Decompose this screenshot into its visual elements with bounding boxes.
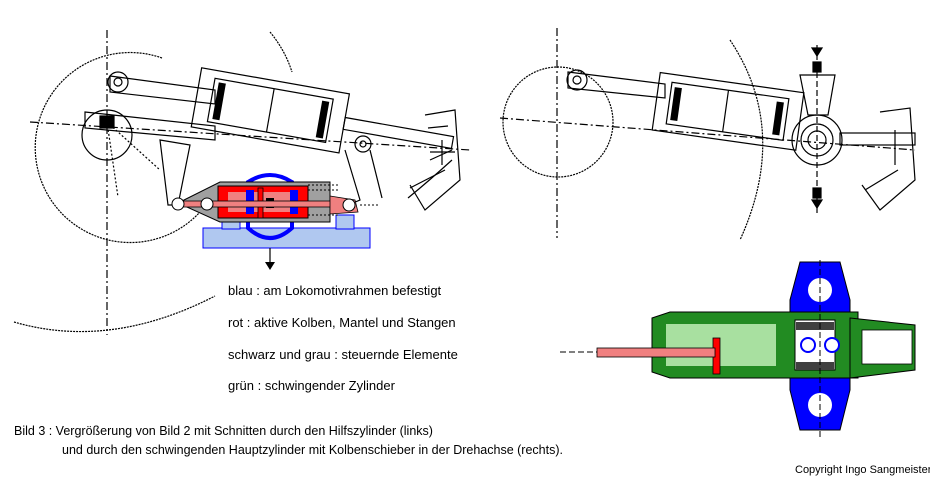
left-wheel-arc bbox=[34, 51, 201, 244]
legend-red: rot : aktive Kolben, Mantel und Stangen bbox=[228, 315, 456, 330]
legend-blue: blau : am Lokomotivrahmen befestigt bbox=[228, 283, 442, 298]
oscillating-cylinder-section bbox=[560, 260, 916, 440]
right-horizontal-axis bbox=[499, 117, 916, 151]
right-mechanism bbox=[499, 28, 916, 241]
left-mechanism bbox=[13, 30, 471, 335]
aux-frame-base bbox=[202, 227, 371, 249]
caption-line-1: Bild 3 : Vergrößerung von Bild 2 mit Sch… bbox=[14, 424, 433, 438]
aux-blue-clamp bbox=[246, 205, 294, 240]
left-bottom-arc bbox=[13, 295, 216, 333]
left-crank-block bbox=[99, 115, 115, 129]
left-right-arc bbox=[407, 159, 453, 199]
right-wheel bbox=[502, 66, 614, 178]
left-segment bbox=[409, 109, 461, 211]
left-horizontal-axis bbox=[29, 121, 471, 151]
left-top-arc bbox=[269, 31, 293, 73]
legend-black-grey: schwarz und grau : steuernde Elemente bbox=[228, 347, 458, 362]
copyright: Copyright Ingo Sangmeister bbox=[795, 464, 930, 476]
right-big-arc bbox=[729, 39, 764, 241]
aux-down-arrow bbox=[265, 262, 275, 270]
auxiliary-cylinder-section bbox=[171, 173, 378, 270]
legend-green: grün : schwingender Zylinder bbox=[228, 378, 395, 393]
left-crank-disk bbox=[81, 109, 133, 161]
main-piston-rod bbox=[596, 347, 716, 358]
caption-line-2: und durch den schwingenden Hauptzylinder… bbox=[62, 443, 563, 457]
